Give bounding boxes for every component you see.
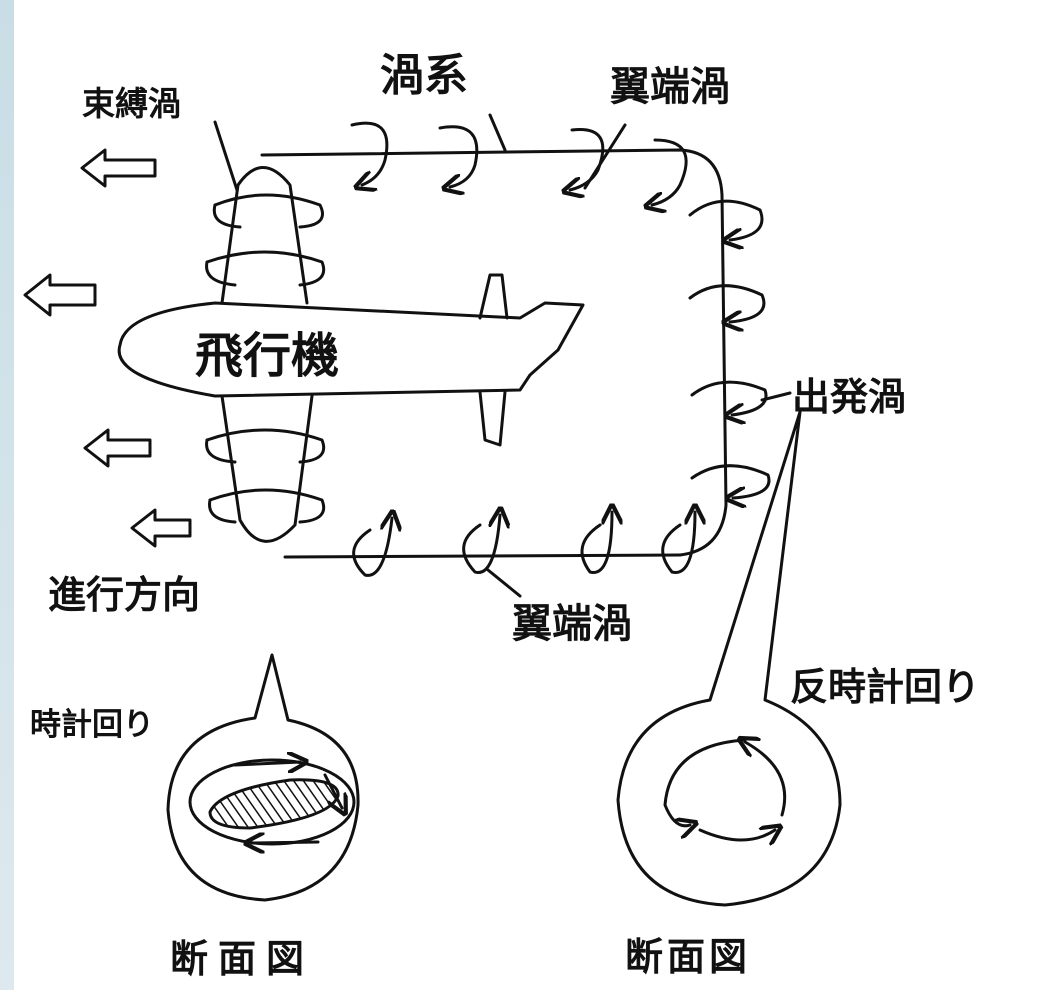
leader-line-wingtip-bottom xyxy=(486,568,522,598)
bound-vortex-ring xyxy=(205,428,326,464)
airplane-wing-upper xyxy=(220,166,309,305)
direction-arrow xyxy=(80,148,157,188)
leader-line-bound-vortex xyxy=(213,120,239,192)
vortex-line-bottom xyxy=(283,553,682,559)
airplane-tail-fin-bottom xyxy=(478,390,507,447)
label-cross-section-left: 断面図 xyxy=(170,937,314,981)
leader-line-starting-vortex xyxy=(760,391,792,402)
direction-arrow xyxy=(23,273,97,317)
callout-bubble-clockwise xyxy=(166,653,360,902)
label-vortex-system: 渦系 xyxy=(380,50,468,101)
wingtip-vortex-arrow xyxy=(570,128,605,191)
starting-vortex-ring xyxy=(688,199,764,240)
airfoil-hatched xyxy=(208,778,340,830)
label-cross-section-right: 断面図 xyxy=(625,935,751,979)
left-edge-bar xyxy=(0,0,14,990)
direction-arrow xyxy=(83,428,152,468)
label-wingtip-vortex-bottom: 翼端渦 xyxy=(512,601,632,647)
label-airplane: 飛行機 xyxy=(195,328,339,384)
bound-vortex-ring xyxy=(213,193,324,229)
starting-vortex-ring xyxy=(690,380,768,415)
wingtip-vortex-arrow xyxy=(352,518,392,577)
wingtip-vortex-arrow xyxy=(580,512,612,574)
callout-bubble-counterclockwise xyxy=(616,410,842,907)
starting-vortex-ring xyxy=(688,284,766,322)
wingtip-vortex-arrow xyxy=(352,121,389,185)
label-direction-of-travel: 進行方向 xyxy=(48,573,200,617)
airplane-tail-fin-top xyxy=(478,273,509,320)
vortex-line-top xyxy=(260,148,724,197)
label-clockwise: 時計回り xyxy=(30,707,154,743)
label-starting-vortex: 出発渦 xyxy=(792,375,906,419)
wingtip-vortex-arrow xyxy=(652,138,688,205)
wingtip-vortex-arrow xyxy=(462,515,500,574)
leader-line-wingtip-top xyxy=(583,123,627,190)
starting-vortex-ring xyxy=(690,464,771,498)
wingtip-vortex-arrow xyxy=(661,512,695,574)
airplane-fuselage xyxy=(117,301,585,398)
label-counterclockwise: 反時計回り xyxy=(790,665,980,709)
direction-arrow xyxy=(130,508,192,548)
bound-vortex-ring xyxy=(205,250,326,287)
wingtip-vortex-arrow xyxy=(438,125,479,187)
label-wingtip-vortex-top: 翼端渦 xyxy=(610,64,730,110)
airplane-wing-lower xyxy=(220,394,314,543)
bound-vortex-ring xyxy=(208,488,326,524)
vortex-line-right xyxy=(678,193,728,557)
counterclockwise-loop xyxy=(663,738,747,826)
leader-line-vortex-system xyxy=(488,113,507,152)
label-bound-vortex: 束縛渦 xyxy=(82,84,181,123)
